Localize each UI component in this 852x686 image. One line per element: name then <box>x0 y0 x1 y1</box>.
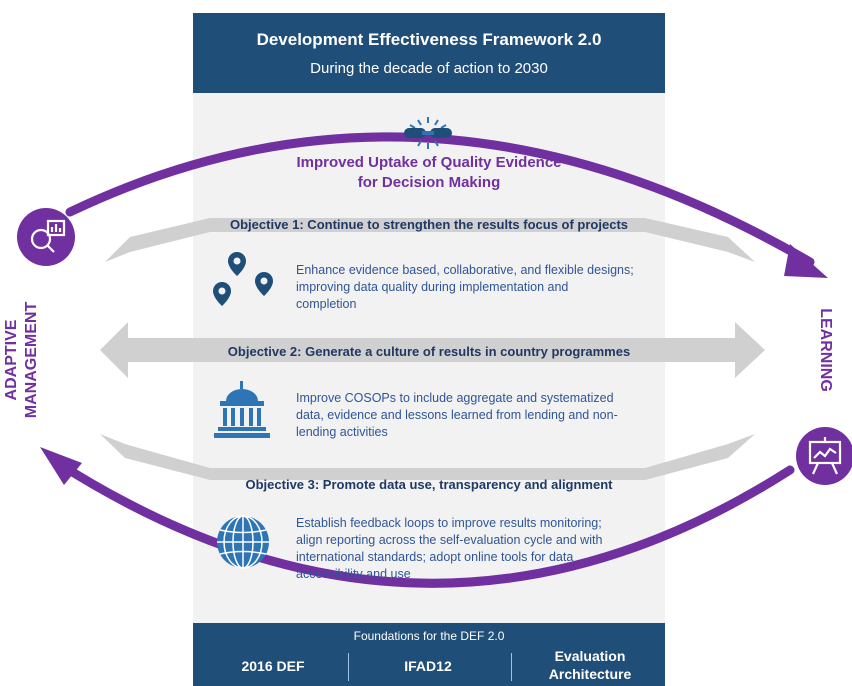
footer-divider <box>511 653 512 681</box>
framework-subtitle: During the decade of action to 2030 <box>310 60 548 77</box>
foundation-evaluation-line: Evaluation <box>554 648 626 664</box>
objective-3-description: Establish feedback loops to improve resu… <box>296 515 666 583</box>
objective-1-description: Enhance evidence based, collaborative, a… <box>296 262 666 313</box>
objective-3-arrow <box>100 434 755 480</box>
objective-2-line-1: Improve COSOPs to include aggregate and … <box>296 391 614 405</box>
objective-3-line-4: accessibility and use <box>296 567 411 581</box>
objective-2-line-2: data, evidence and lessons learned from … <box>296 408 618 422</box>
foundations-title: Foundations for the DEF 2.0 <box>353 629 505 643</box>
header-banner: Development Effectiveness Framework 2.0 … <box>193 13 665 93</box>
objective-2-line-3: lending activities <box>296 425 388 439</box>
framework-title: Development Effectiveness Framework 2.0 <box>256 30 602 49</box>
objective-1-arrow <box>105 218 755 262</box>
foundation-2016-def: 2016 DEF <box>241 658 305 674</box>
objective-1-title: Objective 1: Continue to strengthen the … <box>230 217 628 232</box>
bottom-management-arc <box>53 458 795 588</box>
government-building-icon <box>212 381 272 444</box>
management-label-line: MANAGEMENT <box>23 301 40 419</box>
objective-1-line-3: completion <box>296 297 357 311</box>
objective-3-title: Objective 3: Promote data use, transpare… <box>245 477 613 492</box>
learning-label: LEARNING <box>817 308 834 392</box>
objective-2-title: Objective 2: Generate a culture of resul… <box>227 344 631 359</box>
goal-statement: Improved Uptake of Quality Evidence for … <box>193 153 665 193</box>
foundation-ifad12: IFAD12 <box>404 658 452 674</box>
analytics-circle-icon <box>15 206 77 273</box>
map-pins-icon <box>205 250 283 319</box>
objective-2-arrow <box>100 322 765 378</box>
top-arc-arrowhead <box>784 244 828 278</box>
foundations-footer: Foundations for the DEF 2.0 2016 DEF IFA… <box>193 623 665 686</box>
objective-3-line-2: align reporting across the self-evaluati… <box>296 533 603 547</box>
chain-link-icon <box>400 115 456 156</box>
objective-1-line-1: Enhance evidence based, collaborative, a… <box>296 263 634 277</box>
presentation-board-circle-icon <box>794 425 852 492</box>
foundation-evaluation-architecture: Evaluation Architecture <box>525 647 655 683</box>
footer-divider <box>348 653 349 681</box>
objective-2-description: Improve COSOPs to include aggregate and … <box>296 390 666 441</box>
objective-1-line-2: improving data quality during implementa… <box>296 280 569 294</box>
adaptive-management-label: ADAPTIVE MANAGEMENT <box>2 285 42 435</box>
foundation-architecture-line: Architecture <box>548 666 632 682</box>
top-learning-arc <box>65 132 815 267</box>
globe-icon <box>214 513 272 576</box>
objective-3-line-3: international standards; adopt online to… <box>296 550 574 564</box>
goal-line-2: for Decision Making <box>357 174 501 191</box>
goal-line-1: Improved Uptake of Quality Evidence <box>296 154 562 171</box>
bottom-arc-arrowhead <box>40 447 82 485</box>
adaptive-label-line: ADAPTIVE <box>3 319 20 401</box>
objective-3-line-1: Establish feedback loops to improve resu… <box>296 516 602 530</box>
